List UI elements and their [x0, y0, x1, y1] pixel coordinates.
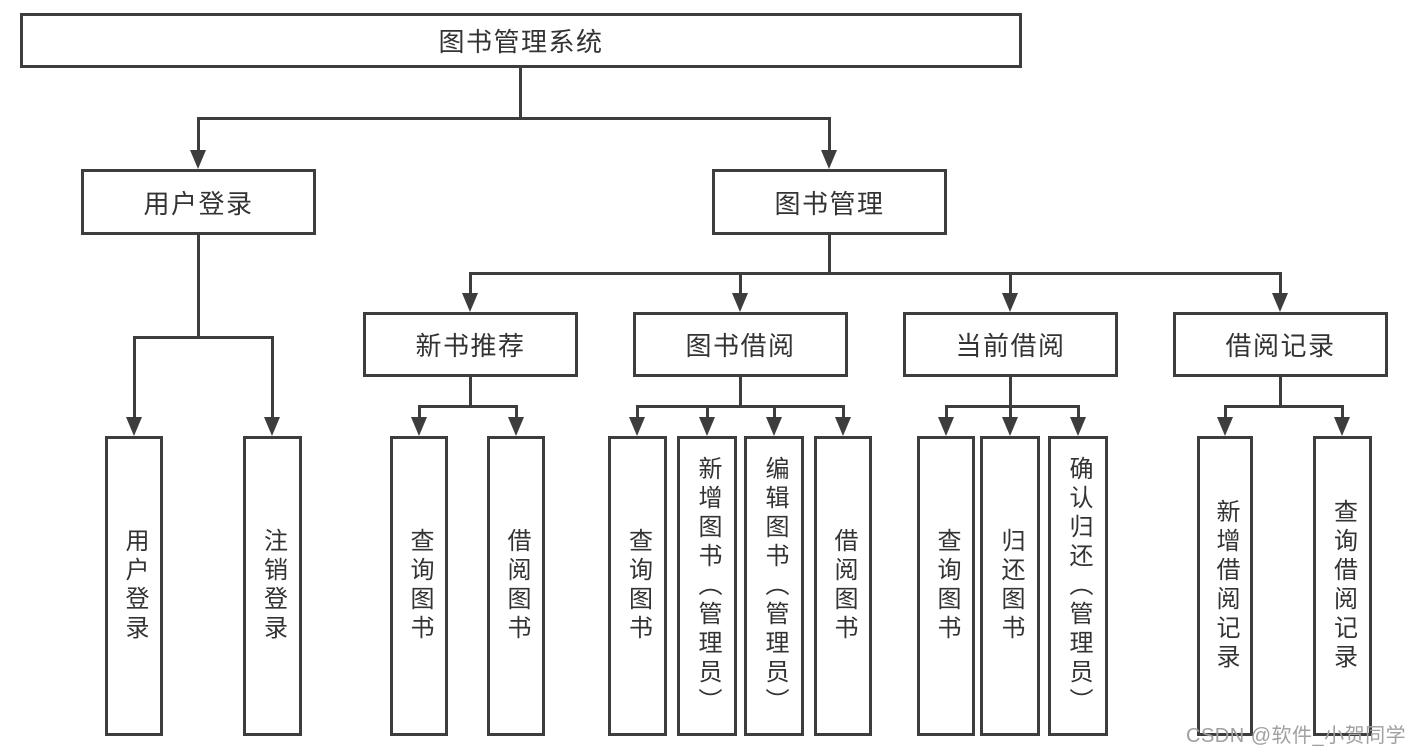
arrow-down-icon	[1070, 417, 1086, 436]
arrow-down-icon	[411, 417, 427, 436]
arrow-down-icon	[732, 293, 748, 312]
connector-line	[1341, 405, 1344, 419]
node-cb-confirm-return-label: 确认归还（管理员）	[1065, 455, 1092, 717]
node-ul-login-label: 用户登录	[121, 528, 148, 644]
node-cb-query-book-label: 查询图书	[933, 528, 960, 644]
connector-line	[197, 117, 831, 120]
node-book-borrow: 图书借阅	[633, 312, 848, 377]
arrow-down-icon	[821, 150, 837, 169]
connector-line	[945, 405, 948, 419]
arrow-down-icon	[1002, 293, 1018, 312]
connector-line	[1279, 377, 1282, 405]
connector-line	[1009, 377, 1012, 405]
node-current-borrow-label: 当前借阅	[955, 331, 1066, 361]
node-bb-borrow-book: 借阅图书	[814, 436, 872, 736]
node-user-login-label: 用户登录	[143, 188, 254, 219]
connector-line	[739, 272, 742, 294]
node-nbr-borrow-book-label: 借阅图书	[503, 528, 530, 644]
connector-line	[1224, 405, 1227, 419]
arrow-down-icon	[126, 417, 142, 436]
connector-line	[828, 117, 831, 152]
node-br-query-record-label: 查询借阅记录	[1329, 499, 1357, 673]
arrow-down-icon	[835, 417, 851, 436]
connector-line	[1009, 405, 1012, 419]
node-br-add-record-label: 新增借阅记录	[1212, 499, 1239, 673]
node-br-query-record: 查询借阅记录	[1313, 436, 1372, 736]
connector-line	[1009, 272, 1012, 294]
arrow-down-icon	[766, 417, 782, 436]
node-bb-add-book-label: 新增图书（管理员）	[694, 455, 721, 717]
connector-line	[842, 405, 845, 419]
node-book-borrow-label: 图书借阅	[685, 331, 796, 361]
node-new-book-rec-label: 新书推荐	[415, 331, 526, 361]
connector-line	[706, 405, 709, 419]
connector-line	[636, 405, 639, 419]
node-br-add-record: 新增借阅记录	[1197, 436, 1253, 736]
node-cb-query-book: 查询图书	[917, 436, 975, 736]
arrow-down-icon	[1002, 417, 1018, 436]
connector-line	[1224, 405, 1344, 408]
connector-line	[519, 68, 522, 117]
node-bb-query-book-label: 查询图书	[624, 528, 652, 644]
node-book-mgmt-label: 图书管理	[774, 188, 885, 219]
node-borrow-record: 借阅记录	[1173, 312, 1388, 377]
arrow-down-icon	[1217, 417, 1233, 436]
node-ul-logout: 注销登录	[243, 436, 302, 736]
node-nbr-query-book: 查询图书	[390, 436, 448, 736]
connector-line	[828, 234, 831, 272]
node-bb-edit-book: 编辑图书（管理员）	[744, 436, 804, 736]
arrow-down-icon	[1334, 417, 1350, 436]
node-bb-edit-book-label: 编辑图书（管理员）	[761, 455, 788, 717]
connector-line	[739, 377, 742, 405]
node-cb-return-book: 归还图书	[980, 436, 1040, 736]
connector-line	[197, 234, 200, 336]
connector-line	[271, 336, 274, 418]
arrow-down-icon	[699, 417, 715, 436]
connector-line	[1279, 272, 1282, 294]
node-nbr-query-book-label: 查询图书	[406, 528, 433, 644]
connector-line	[469, 272, 472, 294]
node-nbr-borrow-book: 借阅图书	[487, 436, 545, 736]
connector-line	[469, 377, 472, 405]
node-borrow-record-label: 借阅记录	[1225, 331, 1336, 361]
connector-line	[1077, 405, 1080, 419]
node-ul-login: 用户登录	[105, 436, 163, 736]
arrow-down-icon	[508, 417, 524, 436]
arrow-down-icon	[629, 417, 645, 436]
connector-line	[469, 272, 1282, 275]
node-bb-query-book: 查询图书	[608, 436, 667, 736]
connector-line	[418, 405, 517, 408]
node-bb-add-book: 新增图书（管理员）	[677, 436, 737, 736]
node-new-book-rec: 新书推荐	[363, 312, 578, 377]
connector-line	[197, 117, 200, 152]
node-user-login: 用户登录	[81, 169, 316, 235]
arrow-down-icon	[264, 417, 280, 436]
connector-line	[515, 405, 518, 419]
node-bb-borrow-book-label: 借阅图书	[830, 528, 857, 644]
connector-line	[418, 405, 421, 419]
connector-line	[636, 405, 844, 408]
node-root-label: 图书管理系统	[438, 27, 604, 57]
connector-line	[945, 405, 1079, 408]
node-cb-return-book-label: 归还图书	[997, 528, 1024, 644]
connector-line	[773, 405, 776, 419]
arrow-down-icon	[938, 417, 954, 436]
arrow-down-icon	[190, 150, 206, 169]
arrow-down-icon	[462, 293, 478, 312]
node-ul-logout-label: 注销登录	[259, 528, 287, 644]
node-cb-confirm-return: 确认归还（管理员）	[1048, 436, 1108, 736]
node-root: 图书管理系统	[20, 13, 1022, 68]
watermark: CSDN @软件_小贺同学	[1186, 725, 1405, 747]
node-current-borrow: 当前借阅	[903, 312, 1118, 377]
arrow-down-icon	[1272, 293, 1288, 312]
connector-line	[133, 336, 274, 339]
connector-line	[133, 336, 136, 418]
node-book-mgmt: 图书管理	[712, 169, 947, 235]
